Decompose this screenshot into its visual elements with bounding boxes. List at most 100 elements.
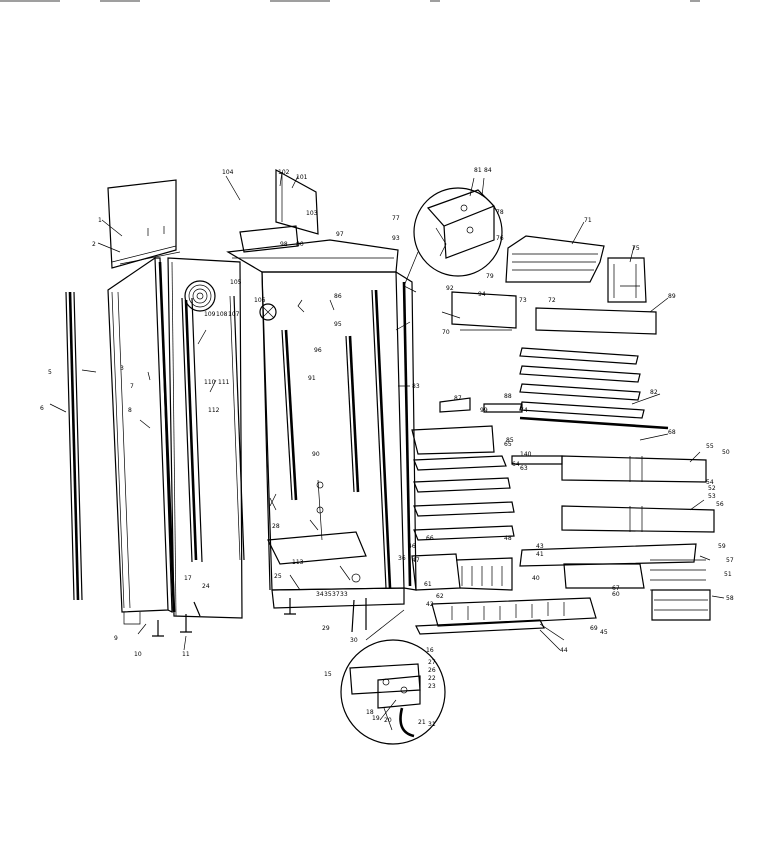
label-23: 23 bbox=[428, 683, 436, 690]
label-31: 31 bbox=[428, 721, 436, 728]
shelf-rail-stack bbox=[563, 559, 711, 621]
fan-blade bbox=[259, 303, 277, 321]
upper-trim-strips bbox=[441, 291, 657, 335]
kickplate-grille bbox=[415, 597, 597, 641]
label-26: 26 bbox=[428, 667, 436, 674]
label-108: 108 bbox=[216, 311, 228, 318]
label-47: 47 bbox=[412, 557, 420, 564]
label-16: 16 bbox=[426, 647, 434, 654]
label-84: 84 bbox=[484, 167, 492, 174]
part-labels: 104 102 101 103 105 106 107 108 109 110 … bbox=[40, 167, 734, 728]
label-40: 40 bbox=[532, 575, 540, 582]
label-91: 91 bbox=[308, 375, 316, 382]
label-95: 95 bbox=[334, 321, 342, 328]
label-1: 1 bbox=[98, 217, 102, 224]
label-54: 54 bbox=[706, 479, 714, 486]
label-44: 44 bbox=[560, 647, 568, 654]
label-9: 9 bbox=[114, 635, 118, 642]
label-55: 55 bbox=[706, 443, 714, 450]
label-41: 41 bbox=[536, 551, 544, 558]
label-111: 111 bbox=[218, 379, 230, 386]
leader-lines bbox=[49, 171, 725, 651]
label-77: 77 bbox=[392, 215, 400, 222]
label-83: 83 bbox=[412, 383, 420, 390]
label-78: 78 bbox=[496, 209, 504, 216]
label-48: 48 bbox=[504, 535, 512, 542]
label-71: 71 bbox=[584, 217, 592, 224]
label-6: 6 bbox=[40, 405, 44, 412]
label-17: 17 bbox=[184, 575, 192, 582]
label-51: 51 bbox=[724, 571, 732, 578]
label-46: 46 bbox=[408, 543, 416, 550]
label-21: 21 bbox=[418, 719, 426, 726]
label-79: 79 bbox=[486, 273, 494, 280]
label-56: 56 bbox=[716, 501, 724, 508]
label-66: 66 bbox=[426, 535, 434, 542]
label-88: 88 bbox=[504, 393, 512, 400]
label-11: 11 bbox=[182, 651, 190, 658]
label-19: 19 bbox=[372, 715, 380, 722]
label-28: 28 bbox=[272, 523, 280, 530]
label-103: 103 bbox=[306, 210, 318, 217]
label-3: 3 bbox=[120, 365, 124, 372]
wire-shelves bbox=[519, 347, 669, 430]
label-99: 99 bbox=[480, 407, 488, 414]
bottom-bin bbox=[411, 543, 697, 591]
label-2: 2 bbox=[92, 241, 96, 248]
top-hinge-plate bbox=[107, 179, 181, 269]
label-104: 104 bbox=[222, 169, 234, 176]
top-cabinet-frame bbox=[226, 239, 399, 273]
label-8: 8 bbox=[128, 407, 132, 414]
label-105: 105 bbox=[230, 279, 242, 286]
door-shelves bbox=[413, 455, 563, 541]
label-113: 113 bbox=[292, 559, 304, 566]
label-30: 30 bbox=[350, 637, 358, 644]
label-67: 67 bbox=[612, 585, 620, 592]
label-112: 112 bbox=[208, 407, 220, 414]
label-70: 70 bbox=[442, 329, 450, 336]
label-93: 93 bbox=[392, 235, 400, 242]
label-58: 58 bbox=[726, 595, 734, 602]
fan-grille bbox=[184, 280, 216, 312]
bottom-base-frame bbox=[267, 531, 405, 615]
label-96: 96 bbox=[314, 347, 322, 354]
label-82: 82 bbox=[650, 389, 658, 396]
label-18: 18 bbox=[366, 709, 374, 716]
left-side-wall bbox=[167, 257, 245, 619]
door-gasket-strip bbox=[65, 291, 83, 601]
label-50: 50 bbox=[722, 449, 730, 456]
label-42: 42 bbox=[426, 601, 434, 608]
label-61: 61 bbox=[424, 581, 432, 588]
label-74: 74 bbox=[520, 407, 528, 414]
label-75: 75 bbox=[632, 245, 640, 252]
label-24: 24 bbox=[202, 583, 210, 590]
label-7: 7 bbox=[130, 383, 134, 390]
label-25: 25 bbox=[274, 573, 282, 580]
label-65: 65 bbox=[504, 441, 512, 448]
top-panel bbox=[239, 168, 319, 253]
label-106: 106 bbox=[254, 297, 266, 304]
label-29: 29 bbox=[322, 625, 330, 632]
label-87: 87 bbox=[454, 395, 462, 402]
label-80: 80 bbox=[296, 241, 304, 248]
left-door-panel bbox=[107, 256, 176, 625]
label-33: 33 bbox=[340, 591, 348, 598]
leveling-feet bbox=[152, 601, 201, 637]
label-5: 5 bbox=[48, 369, 52, 376]
label-86: 86 bbox=[334, 293, 342, 300]
label-72: 72 bbox=[548, 297, 556, 304]
center-back-wall bbox=[261, 271, 405, 591]
label-92: 92 bbox=[446, 285, 454, 292]
label-140: 140 bbox=[520, 451, 532, 458]
label-68: 68 bbox=[668, 429, 676, 436]
hinge-detail-callout bbox=[403, 187, 503, 293]
label-109: 109 bbox=[204, 311, 216, 318]
label-110: 110 bbox=[204, 379, 216, 386]
label-81: 81 bbox=[474, 167, 482, 174]
label-85: 85 bbox=[506, 437, 514, 444]
label-107: 107 bbox=[228, 311, 240, 318]
label-62: 62 bbox=[436, 593, 444, 600]
door-bins bbox=[561, 455, 715, 533]
control-wiring bbox=[269, 299, 361, 583]
